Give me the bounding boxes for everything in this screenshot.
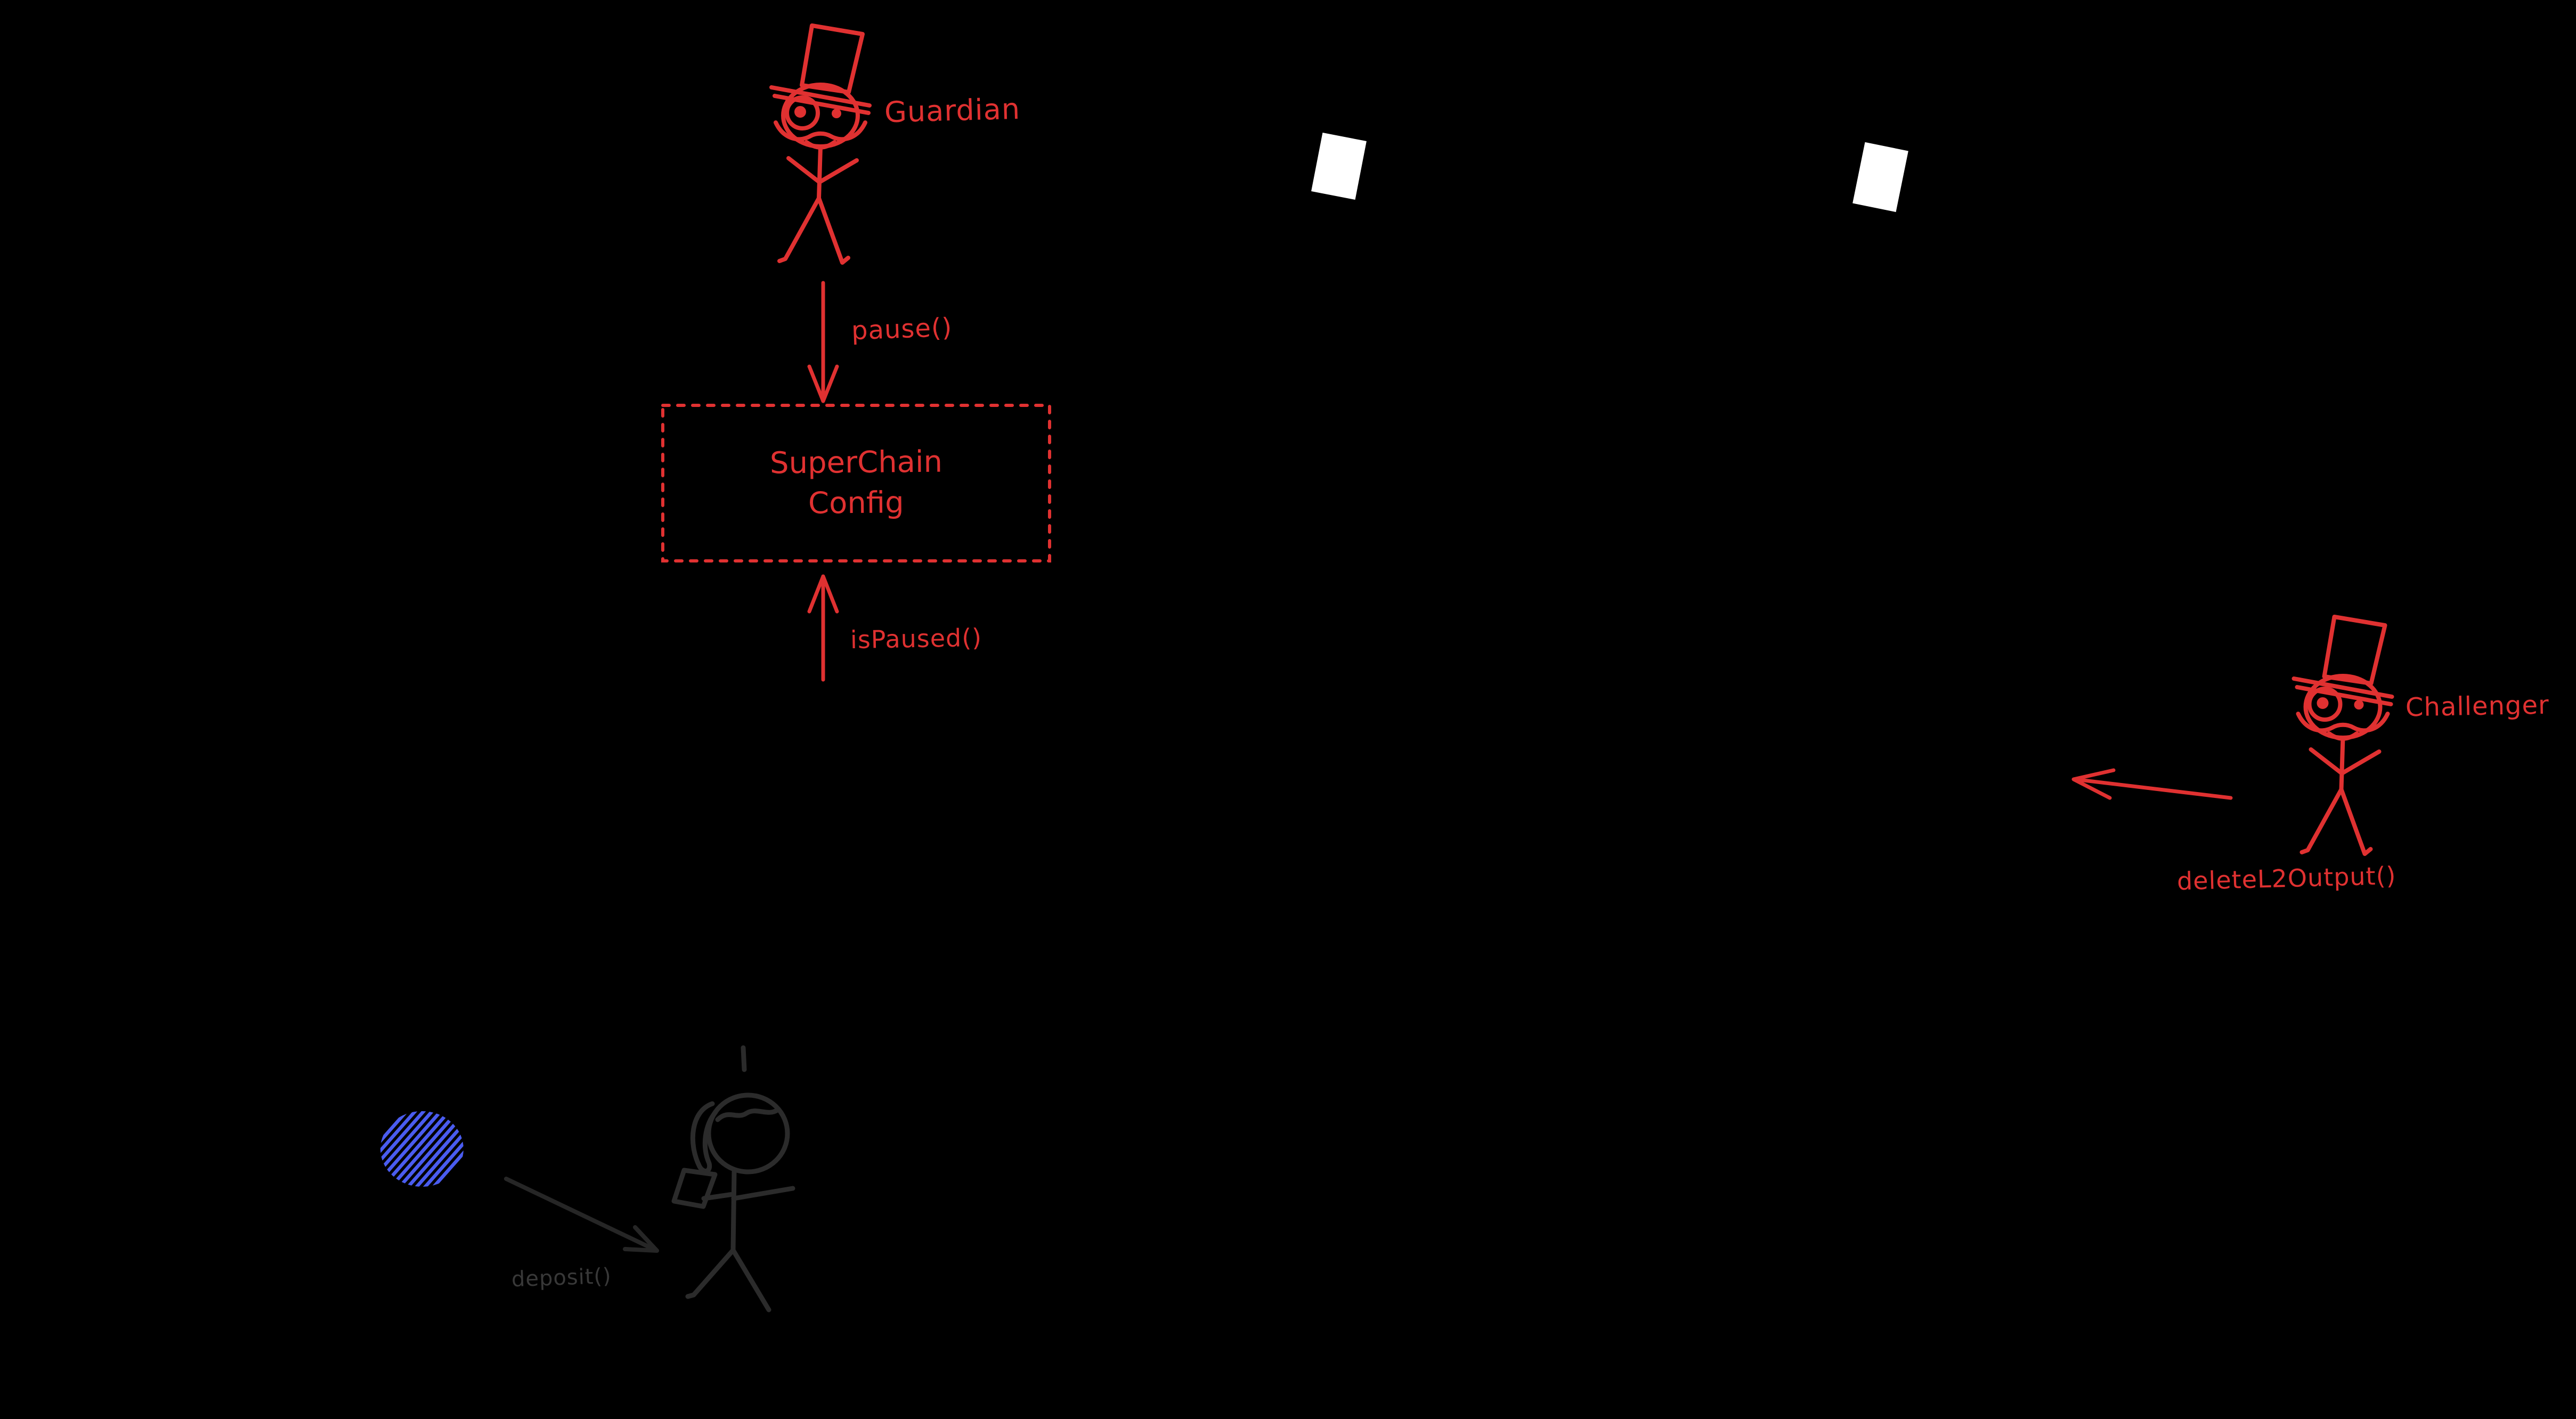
ispaused-arrow-icon [807,574,839,682]
paper-sheet-icon [1852,142,1908,213]
dashed-border-icon [661,404,1051,562]
pause-arrow-icon [807,281,839,403]
delete-l2-output-arrow-icon [2071,768,2233,800]
user-stickfigure-icon [671,1045,795,1312]
delete-l2-output-call-label: deleteL2Output() [2176,861,2397,896]
ispaused-call-label: isPaused() [850,623,982,655]
paper-sheet-icon [1311,133,1367,200]
superchain-config-box: SuperChain Config [661,403,1052,563]
superchain-config-title-line2: Config [808,485,905,521]
superchain-config-title-line1: SuperChain [769,444,943,481]
guardian-label: Guardian [884,92,1021,129]
deposit-arrow-icon [504,1177,659,1253]
pause-call-label: pause() [851,312,953,346]
challenger-label: Challenger [2405,690,2550,723]
eth-coin-icon [380,1111,464,1187]
guardian-stickfigure-icon [769,23,872,265]
deposit-call-label: deposit() [511,1263,612,1292]
challenger-stickfigure-icon [2291,615,2394,856]
